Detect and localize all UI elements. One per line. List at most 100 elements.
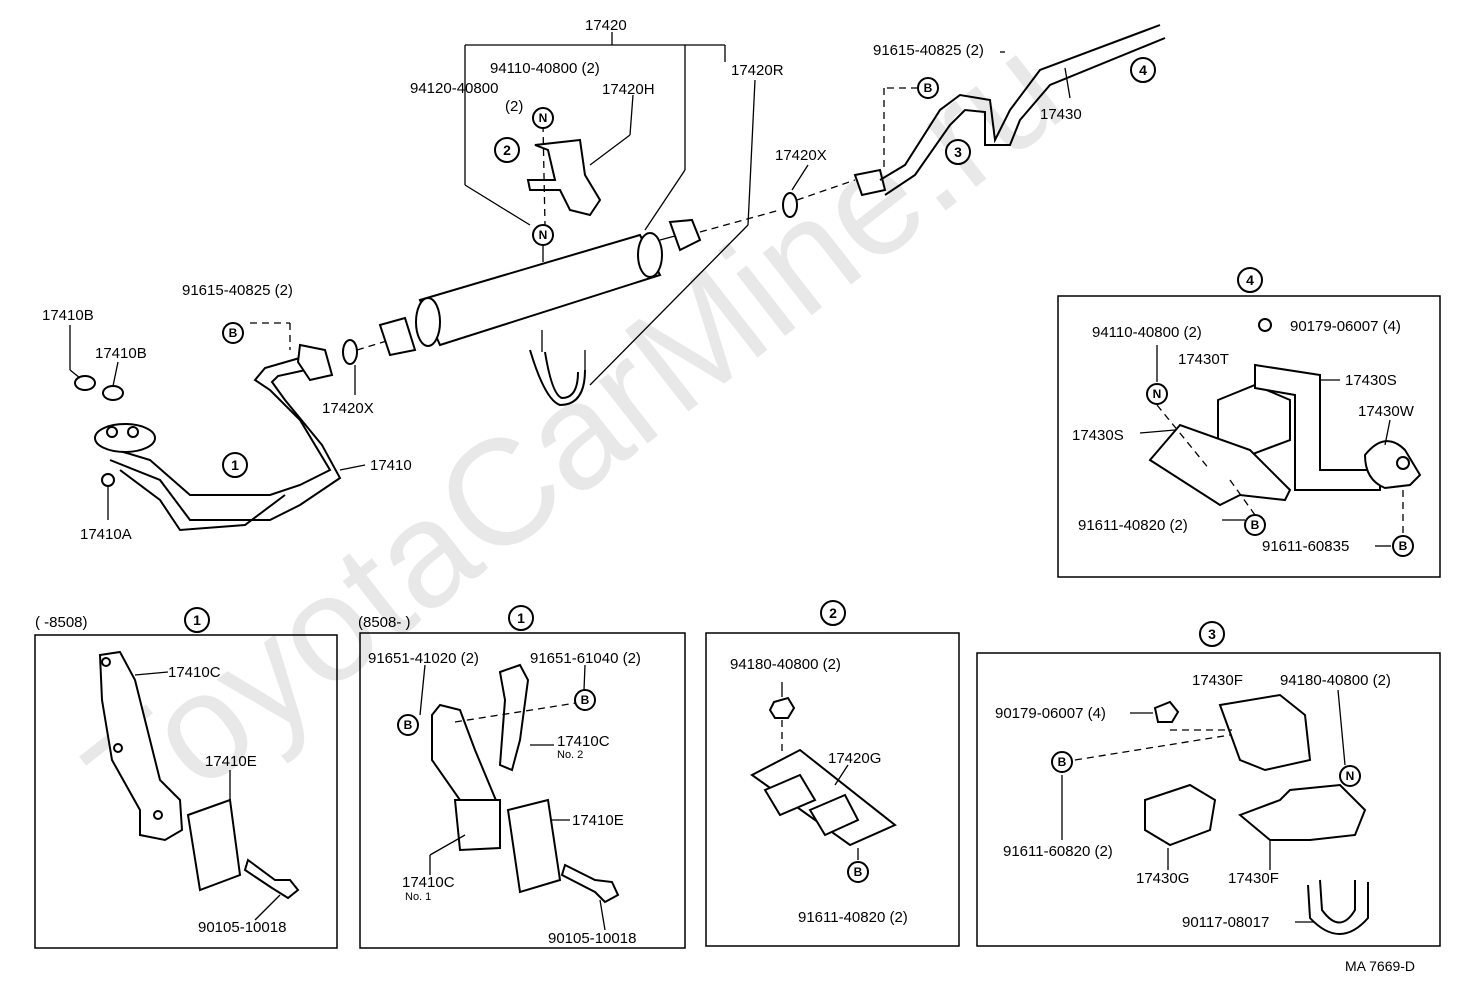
label-17410b-1: 17410B: [42, 307, 94, 324]
svg-text:1: 1: [193, 612, 201, 628]
svg-text:N: N: [539, 111, 548, 125]
label-94110-40800: 94110-40800 (2): [490, 60, 600, 77]
front-pipe-17410: [74, 343, 342, 532]
label-90105-10018-b: 90105-10018: [548, 930, 636, 947]
label-17430t: 17430T: [1178, 351, 1229, 368]
label-17430s-right: 17430S: [1345, 372, 1397, 389]
callout-1-main: 1: [222, 452, 248, 478]
detail-box-4: 4 N B B 90179-06007 (4) 94110-40800 (2: [1057, 267, 1441, 578]
svg-text:3: 3: [1208, 626, 1216, 642]
figure-code: MA 7669-D: [1345, 958, 1415, 974]
detail-box-2: 2 B 94180-40800 (2) 17420G 91611-40820 (…: [705, 600, 960, 947]
svg-text:N: N: [539, 228, 548, 242]
svg-text:B: B: [1399, 539, 1408, 553]
label-91611-60820: 91611-60820 (2): [1003, 843, 1113, 860]
label-91615-40825-top: 91615-40825 (2): [873, 42, 984, 59]
detail-box-1a: ( -8508) 1 17410C 17410E 90105-10018: [34, 607, 338, 949]
tail-pipe-17430: [853, 24, 1166, 197]
svg-text:1: 1: [231, 457, 239, 473]
leader-lines-main: [69, 32, 1071, 520]
label-17430f-bottom: 17430F: [1228, 870, 1279, 887]
label-90179-06007-box3: 90179-06007 (4): [995, 705, 1106, 722]
label-no1: No. 1: [405, 891, 431, 903]
marker-n-box3: N: [1339, 765, 1361, 787]
svg-text:B: B: [854, 865, 863, 879]
label-90105-10018-a: 90105-10018: [198, 919, 286, 936]
svg-text:3: 3: [954, 144, 962, 160]
detail-box-3: 3 B N 17430F 94180-40800 (2) 90179-06007…: [976, 621, 1441, 947]
label-17420g: 17420G: [828, 750, 881, 767]
label-17420: 17420: [585, 17, 627, 34]
label-90179-06007-box4: 90179-06007 (4): [1290, 318, 1401, 335]
label-17410: 17410: [370, 457, 412, 474]
label-17420r: 17420R: [731, 62, 784, 79]
label-94110-40800-box4: 94110-40800 (2): [1092, 324, 1202, 341]
label-17430f-top: 17430F: [1192, 672, 1243, 689]
callout-3-main: 3: [945, 139, 971, 165]
marker-n-top: N: [532, 107, 554, 129]
marker-n-mid: N: [532, 224, 554, 246]
label-94180-40800-box3: 94180-40800 (2): [1280, 672, 1391, 689]
label-17410e-a: 17410E: [205, 753, 257, 770]
svg-text:N: N: [1153, 387, 1162, 401]
callout-1-box-b: 1: [508, 605, 534, 631]
svg-text:2: 2: [829, 605, 837, 621]
svg-text:B: B: [229, 326, 238, 340]
svg-text:4: 4: [1246, 272, 1254, 288]
detail-box-1b: (8508- ) 1 B B 91651-41020 (2) 91651-610…: [358, 605, 686, 949]
svg-text:B: B: [1251, 518, 1260, 532]
hanger-17420h: [526, 138, 602, 217]
marker-b-boxb-b: B: [574, 689, 596, 711]
label-17410c-no2: 17410C: [557, 733, 610, 750]
label-17410e-b: 17410E: [572, 812, 624, 829]
svg-text:1: 1: [517, 610, 525, 626]
label-17420x-top: 17420X: [775, 147, 827, 164]
marker-b-box2: B: [847, 861, 869, 883]
svg-text:B: B: [581, 693, 590, 707]
svg-text:N: N: [1346, 769, 1355, 783]
label-17430w: 17430W: [1358, 403, 1415, 420]
label-17410b-2: 17410B: [95, 345, 147, 362]
marker-b-box4-b: B: [1392, 535, 1414, 557]
svg-text:B: B: [924, 81, 933, 95]
label-17430s-left: 17430S: [1072, 427, 1124, 444]
label-range-a: ( -8508): [35, 614, 88, 631]
marker-b-boxb-a: B: [397, 714, 419, 736]
callout-4-main: 4: [1130, 57, 1156, 83]
callout-1-box-a: 1: [184, 607, 210, 633]
label-17410a: 17410A: [80, 526, 132, 543]
marker-b-box4-a: B: [1244, 514, 1266, 536]
gasket-17420x-mid: [342, 339, 358, 365]
label-94120-40800: 94120-40800: [410, 80, 498, 97]
svg-text:B: B: [404, 718, 413, 732]
label-17420x-mid: 17420X: [322, 400, 374, 417]
label-91611-40820-box2: 91611-40820 (2): [798, 909, 908, 926]
label-no2: No. 2: [557, 749, 583, 761]
label-17410c-no1: 17410C: [402, 874, 455, 891]
svg-text:2: 2: [503, 142, 511, 158]
label-17410c-a: 17410C: [168, 664, 221, 681]
label-90117-08017: 90117-08017: [1182, 914, 1269, 931]
callout-3-box: 3: [1199, 621, 1225, 647]
label-94180-40800-box2: 94180-40800 (2): [730, 656, 841, 673]
marker-b-box3: B: [1051, 751, 1073, 773]
marker-b-top: B: [917, 77, 939, 99]
label-94120-qty: (2): [505, 98, 523, 115]
label-17420h: 17420H: [602, 81, 655, 98]
callout-2-box: 2: [820, 600, 846, 626]
label-91611-60835: 91611-60835: [1262, 538, 1349, 555]
label-17430g: 17430G: [1136, 870, 1189, 887]
label-91651-61040: 91651-61040 (2): [530, 650, 641, 667]
gasket-17420x-top: [782, 192, 798, 218]
label-range-b: (8508- ): [358, 614, 411, 631]
marker-b-left: B: [222, 322, 244, 344]
label-91611-40820-box4: 91611-40820 (2): [1078, 517, 1188, 534]
callout-2-main: 2: [494, 137, 520, 163]
muffler-17420: [378, 218, 702, 407]
svg-text:4: 4: [1139, 62, 1147, 78]
marker-n-box4: N: [1146, 383, 1168, 405]
svg-text:B: B: [1058, 755, 1067, 769]
label-17430: 17430: [1040, 106, 1082, 123]
callout-4-box: 4: [1237, 267, 1263, 293]
